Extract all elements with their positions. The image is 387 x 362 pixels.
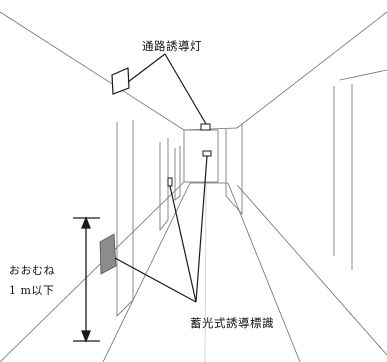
phosphorescent-sign-label: 蓄光式誘導標識 — [190, 316, 274, 330]
far-wall — [183, 129, 219, 183]
aisle-guide-light-panel — [111, 67, 130, 95]
leader-phosph-near — [114, 257, 197, 303]
phosphorescent-sign-far-right — [202, 150, 212, 157]
height-label: おおむね 1 m以下 — [9, 261, 55, 301]
floor-left-edge — [102, 182, 191, 362]
ceiling-left-edge — [0, 11, 185, 131]
door-left-2 — [159, 138, 169, 232]
ceiling-right-edge — [236, 11, 387, 129]
floor-right-edge — [227, 182, 301, 362]
door-right-3 — [339, 69, 387, 81]
height-label-line2: 1 m以下 — [9, 284, 55, 297]
door-left-3 — [174, 146, 181, 201]
phosph-sign-leaders — [114, 155, 208, 303]
floor-centre-line — [204, 182, 207, 362]
height-dimension — [73, 216, 100, 343]
phosphorescent-sign-near — [99, 233, 117, 275]
leader-aisle-panel — [127, 53, 166, 83]
leader-phosph-mid — [169, 185, 197, 303]
right-wall-base — [236, 184, 387, 356]
aisle-light-leaders — [127, 53, 207, 125]
corridor-perspective — [0, 11, 387, 362]
leader-aisle-far — [164, 53, 207, 125]
left-wall-base — [0, 181, 185, 362]
height-arrow-up — [81, 216, 91, 229]
right-doors — [225, 69, 387, 270]
left-doors — [116, 120, 181, 317]
phosphorescent-sign-far-left — [167, 177, 173, 187]
height-arrow-down — [81, 330, 91, 343]
leader-phosph-far — [195, 155, 208, 303]
aisle-guide-light-far — [200, 123, 211, 131]
height-label-line1: おおむね — [9, 264, 55, 277]
door-right-1 — [225, 124, 243, 216]
aisle-guide-light-label: 通路誘導灯 — [142, 39, 202, 53]
door-left-1 — [116, 120, 134, 317]
